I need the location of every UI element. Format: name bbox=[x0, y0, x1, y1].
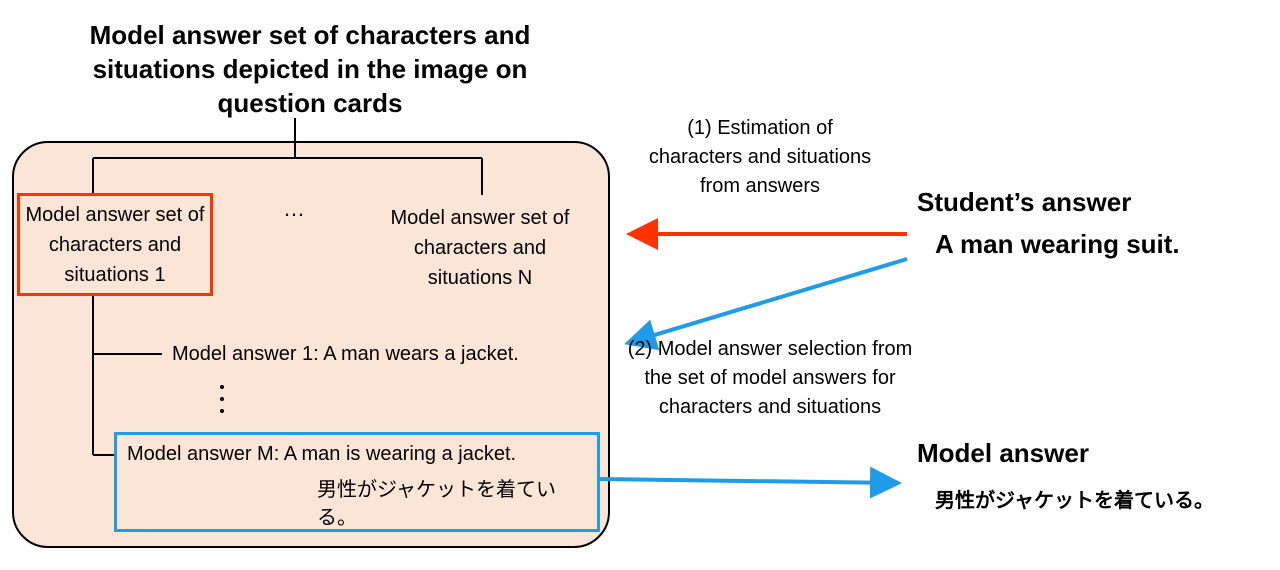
step-1-label: (1) Estimation of characters and situati… bbox=[648, 117, 872, 197]
model-answer-1: Model answer 1: A man wears a jacket. bbox=[172, 343, 519, 365]
answer-set-1-label: Model answer set of characters and situa… bbox=[25, 203, 205, 286]
horizontal-ellipsis: … bbox=[283, 196, 308, 221]
model-answer-text: 男性がジャケットを着ている。 bbox=[935, 488, 1214, 512]
step-2-label: (2) Model answer selection from the set … bbox=[627, 338, 913, 418]
blue-arrow-selection bbox=[624, 257, 908, 351]
model-answer-m-en: Model answer M: A man is wearing a jacke… bbox=[127, 443, 517, 465]
student-answer-text: A man wearing suit. bbox=[935, 229, 1180, 259]
model-answer-m-box: Model answer M: A man is wearing a jacke… bbox=[114, 432, 600, 532]
blue-arrow-output bbox=[599, 466, 902, 499]
vertical-ellipsis bbox=[217, 385, 227, 421]
student-answer-title: Student’s answer bbox=[917, 187, 1132, 217]
model-answer-m-ja: 男性がジャケットを着ている。 bbox=[317, 477, 556, 529]
diagram-title: Model answer set of characters and situa… bbox=[89, 20, 531, 118]
model-answer-title: Model answer bbox=[917, 438, 1089, 468]
answer-set-1-box: Model answer set of characters and situa… bbox=[17, 193, 213, 296]
answer-set-n-label: Model answer set of characters and situa… bbox=[390, 207, 570, 289]
tree-connectors bbox=[92, 118, 483, 456]
